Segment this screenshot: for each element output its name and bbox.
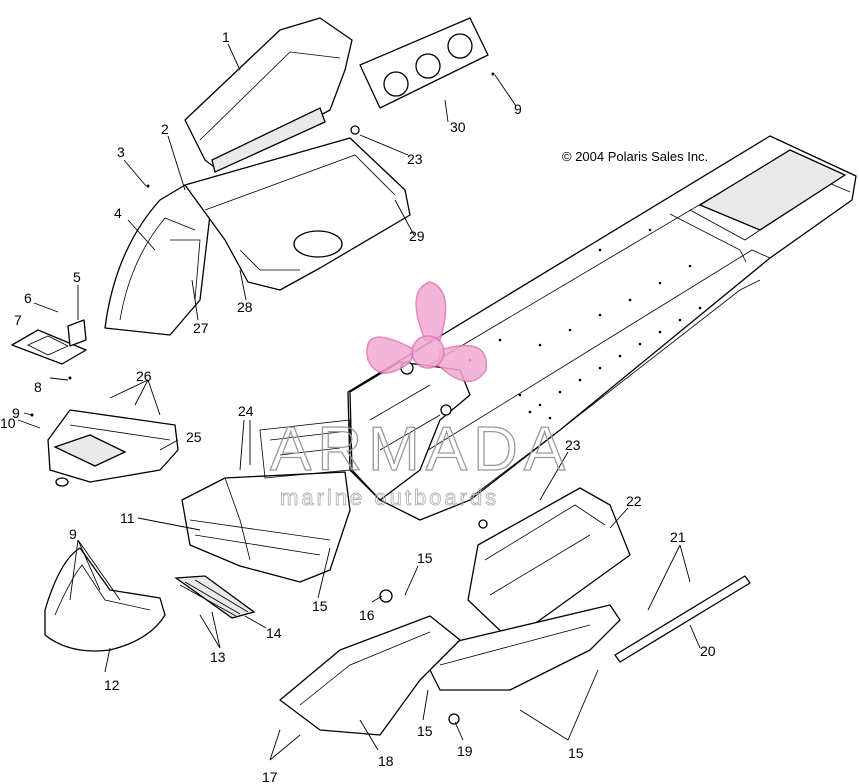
side-panel — [47, 409, 179, 487]
callout-15-right: 15 — [568, 745, 584, 761]
callout-9-side: 9 — [12, 405, 20, 421]
watermark-logo-icon — [366, 281, 487, 383]
callout-4: 4 — [114, 205, 122, 221]
callout-26: 26 — [136, 368, 152, 384]
callout-18: 18 — [378, 753, 394, 769]
callout-24: 24 — [238, 403, 254, 419]
watermark-sub-text: marine outboards — [280, 485, 499, 510]
callout-12: 12 — [104, 677, 120, 693]
callout-15-mid: 15 — [417, 550, 433, 566]
callout-10: 10 — [0, 415, 16, 431]
callout-13: 13 — [210, 649, 226, 665]
nose-pan — [44, 547, 166, 652]
tunnel-chassis — [347, 135, 857, 521]
callout-16: 16 — [359, 607, 375, 623]
copyright-text: © 2004 Polaris Sales Inc. — [562, 149, 708, 164]
callout-19: 19 — [457, 743, 473, 759]
lower-right-panel — [419, 604, 621, 691]
small-plate — [11, 329, 87, 365]
watermark: ARMADA marine outboards — [269, 281, 571, 510]
gauge-panel — [359, 17, 489, 109]
callout-20: 20 — [700, 643, 716, 659]
callout-15-belly: 15 — [312, 598, 328, 614]
tunnel-rivets — [468, 228, 702, 420]
callout-11: 11 — [120, 510, 135, 526]
callout-28: 28 — [237, 299, 253, 315]
callout-23-top: 23 — [407, 151, 423, 167]
callout-29: 29 — [409, 228, 425, 244]
right-side-panel — [467, 487, 631, 641]
callout-labels: 1 2 3 4 5 6 7 8 9 9 9 10 11 12 13 14 15 … — [0, 29, 716, 784]
callout-23-right: 23 — [565, 437, 581, 453]
watermark-main-text: ARMADA — [270, 415, 571, 484]
callout-25: 25 — [186, 429, 202, 445]
callout-5: 5 — [73, 269, 81, 285]
callout-3: 3 — [117, 144, 125, 160]
console — [184, 137, 411, 291]
fasteners — [30, 72, 495, 725]
callout-15-lower: 15 — [417, 723, 433, 739]
callout-8: 8 — [34, 379, 42, 395]
callout-1: 1 — [222, 29, 230, 45]
callout-21: 21 — [670, 529, 686, 545]
hood-windshield — [184, 17, 353, 173]
callout-7: 7 — [14, 312, 22, 328]
left-side-panel — [279, 615, 461, 736]
callout-22: 22 — [626, 493, 642, 509]
callout-27: 27 — [193, 320, 209, 336]
belly-pan — [181, 419, 351, 583]
callout-6: 6 — [24, 290, 32, 306]
callout-14: 14 — [266, 625, 282, 641]
callout-2: 2 — [161, 121, 169, 137]
callout-30: 30 — [450, 119, 466, 135]
mesh-screen — [174, 575, 256, 619]
trim-strip — [614, 575, 751, 663]
callout-9-nose: 9 — [69, 526, 77, 542]
bracket — [67, 319, 87, 347]
callout-9-top: 9 — [514, 101, 522, 117]
leader-lines — [17, 43, 701, 761]
callout-17: 17 — [262, 769, 278, 784]
